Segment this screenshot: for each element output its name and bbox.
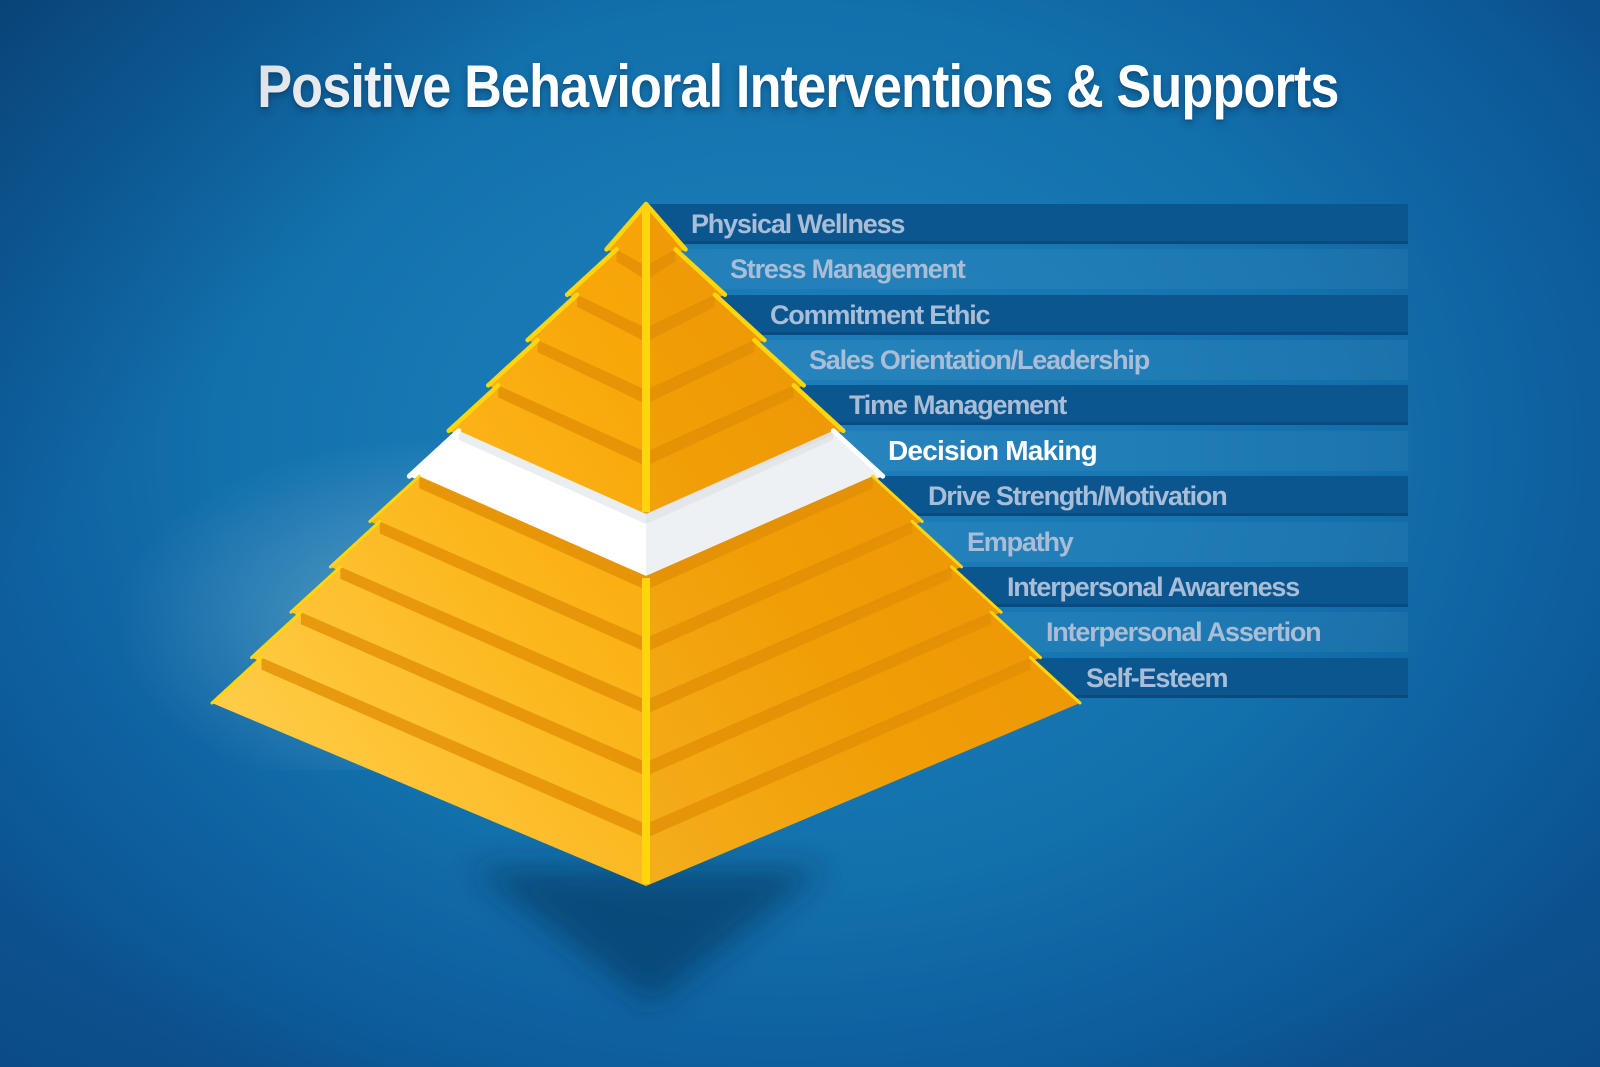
- page-title: Positive Behavioral Interventions & Supp…: [257, 53, 1339, 120]
- pyramid-shadow: [470, 868, 828, 1005]
